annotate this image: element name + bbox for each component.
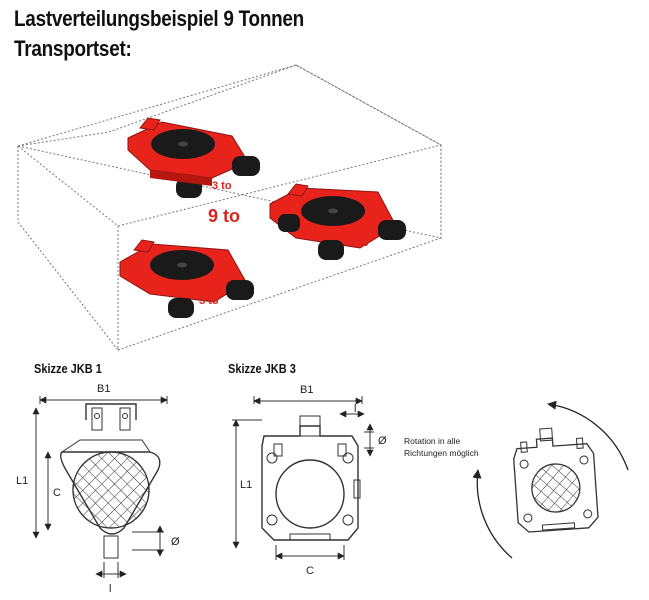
sketch3-l-label: l bbox=[354, 403, 356, 415]
rotation-note-line2: Richtungen möglich bbox=[404, 448, 479, 458]
sketch-jkb1-caption: Skizze JKB 1 bbox=[34, 362, 102, 376]
transport-skate-3 bbox=[119, 239, 254, 318]
rotated-skate-drawing bbox=[513, 427, 599, 533]
page-subtitle: Transportset: bbox=[14, 36, 132, 61]
sketch1-diameter-label: Ø bbox=[171, 536, 180, 548]
rotation-arrow bbox=[472, 400, 629, 559]
skate-3-load-label: 3 to bbox=[199, 295, 219, 307]
sketch3-c-label: C bbox=[306, 565, 314, 577]
sketch-jkb3-caption: Skizze JKB 3 bbox=[228, 362, 296, 376]
transport-skate-1 bbox=[127, 117, 260, 198]
sketch3-diameter-label: Ø bbox=[378, 435, 387, 447]
skate-1-load-label: 3 to bbox=[212, 180, 232, 192]
sketch1-c-label: C bbox=[53, 487, 61, 499]
sketch3-l1-label: L1 bbox=[240, 479, 252, 491]
sketch3-b1-label: B1 bbox=[300, 384, 313, 396]
load-box-outline bbox=[17, 64, 442, 351]
rotation-note: Rotation in alle Richtungen möglich bbox=[404, 435, 479, 459]
sketch-jkb1-drawing bbox=[32, 396, 168, 578]
page-title: Lastverteilungsbeispiel 9 Tonnen bbox=[14, 6, 304, 31]
total-load-label: 9 to bbox=[208, 206, 240, 226]
skate-2-load-label: 3 to bbox=[349, 237, 369, 249]
sketch1-l1-label: L1 bbox=[16, 475, 28, 487]
sketch1-l-label: l bbox=[109, 583, 111, 595]
sketch-jkb3-drawing bbox=[232, 396, 374, 560]
rotation-note-line1: Rotation in alle bbox=[404, 436, 461, 446]
sketch1-b1-label: B1 bbox=[97, 383, 110, 395]
transport-skate-2 bbox=[269, 183, 406, 260]
